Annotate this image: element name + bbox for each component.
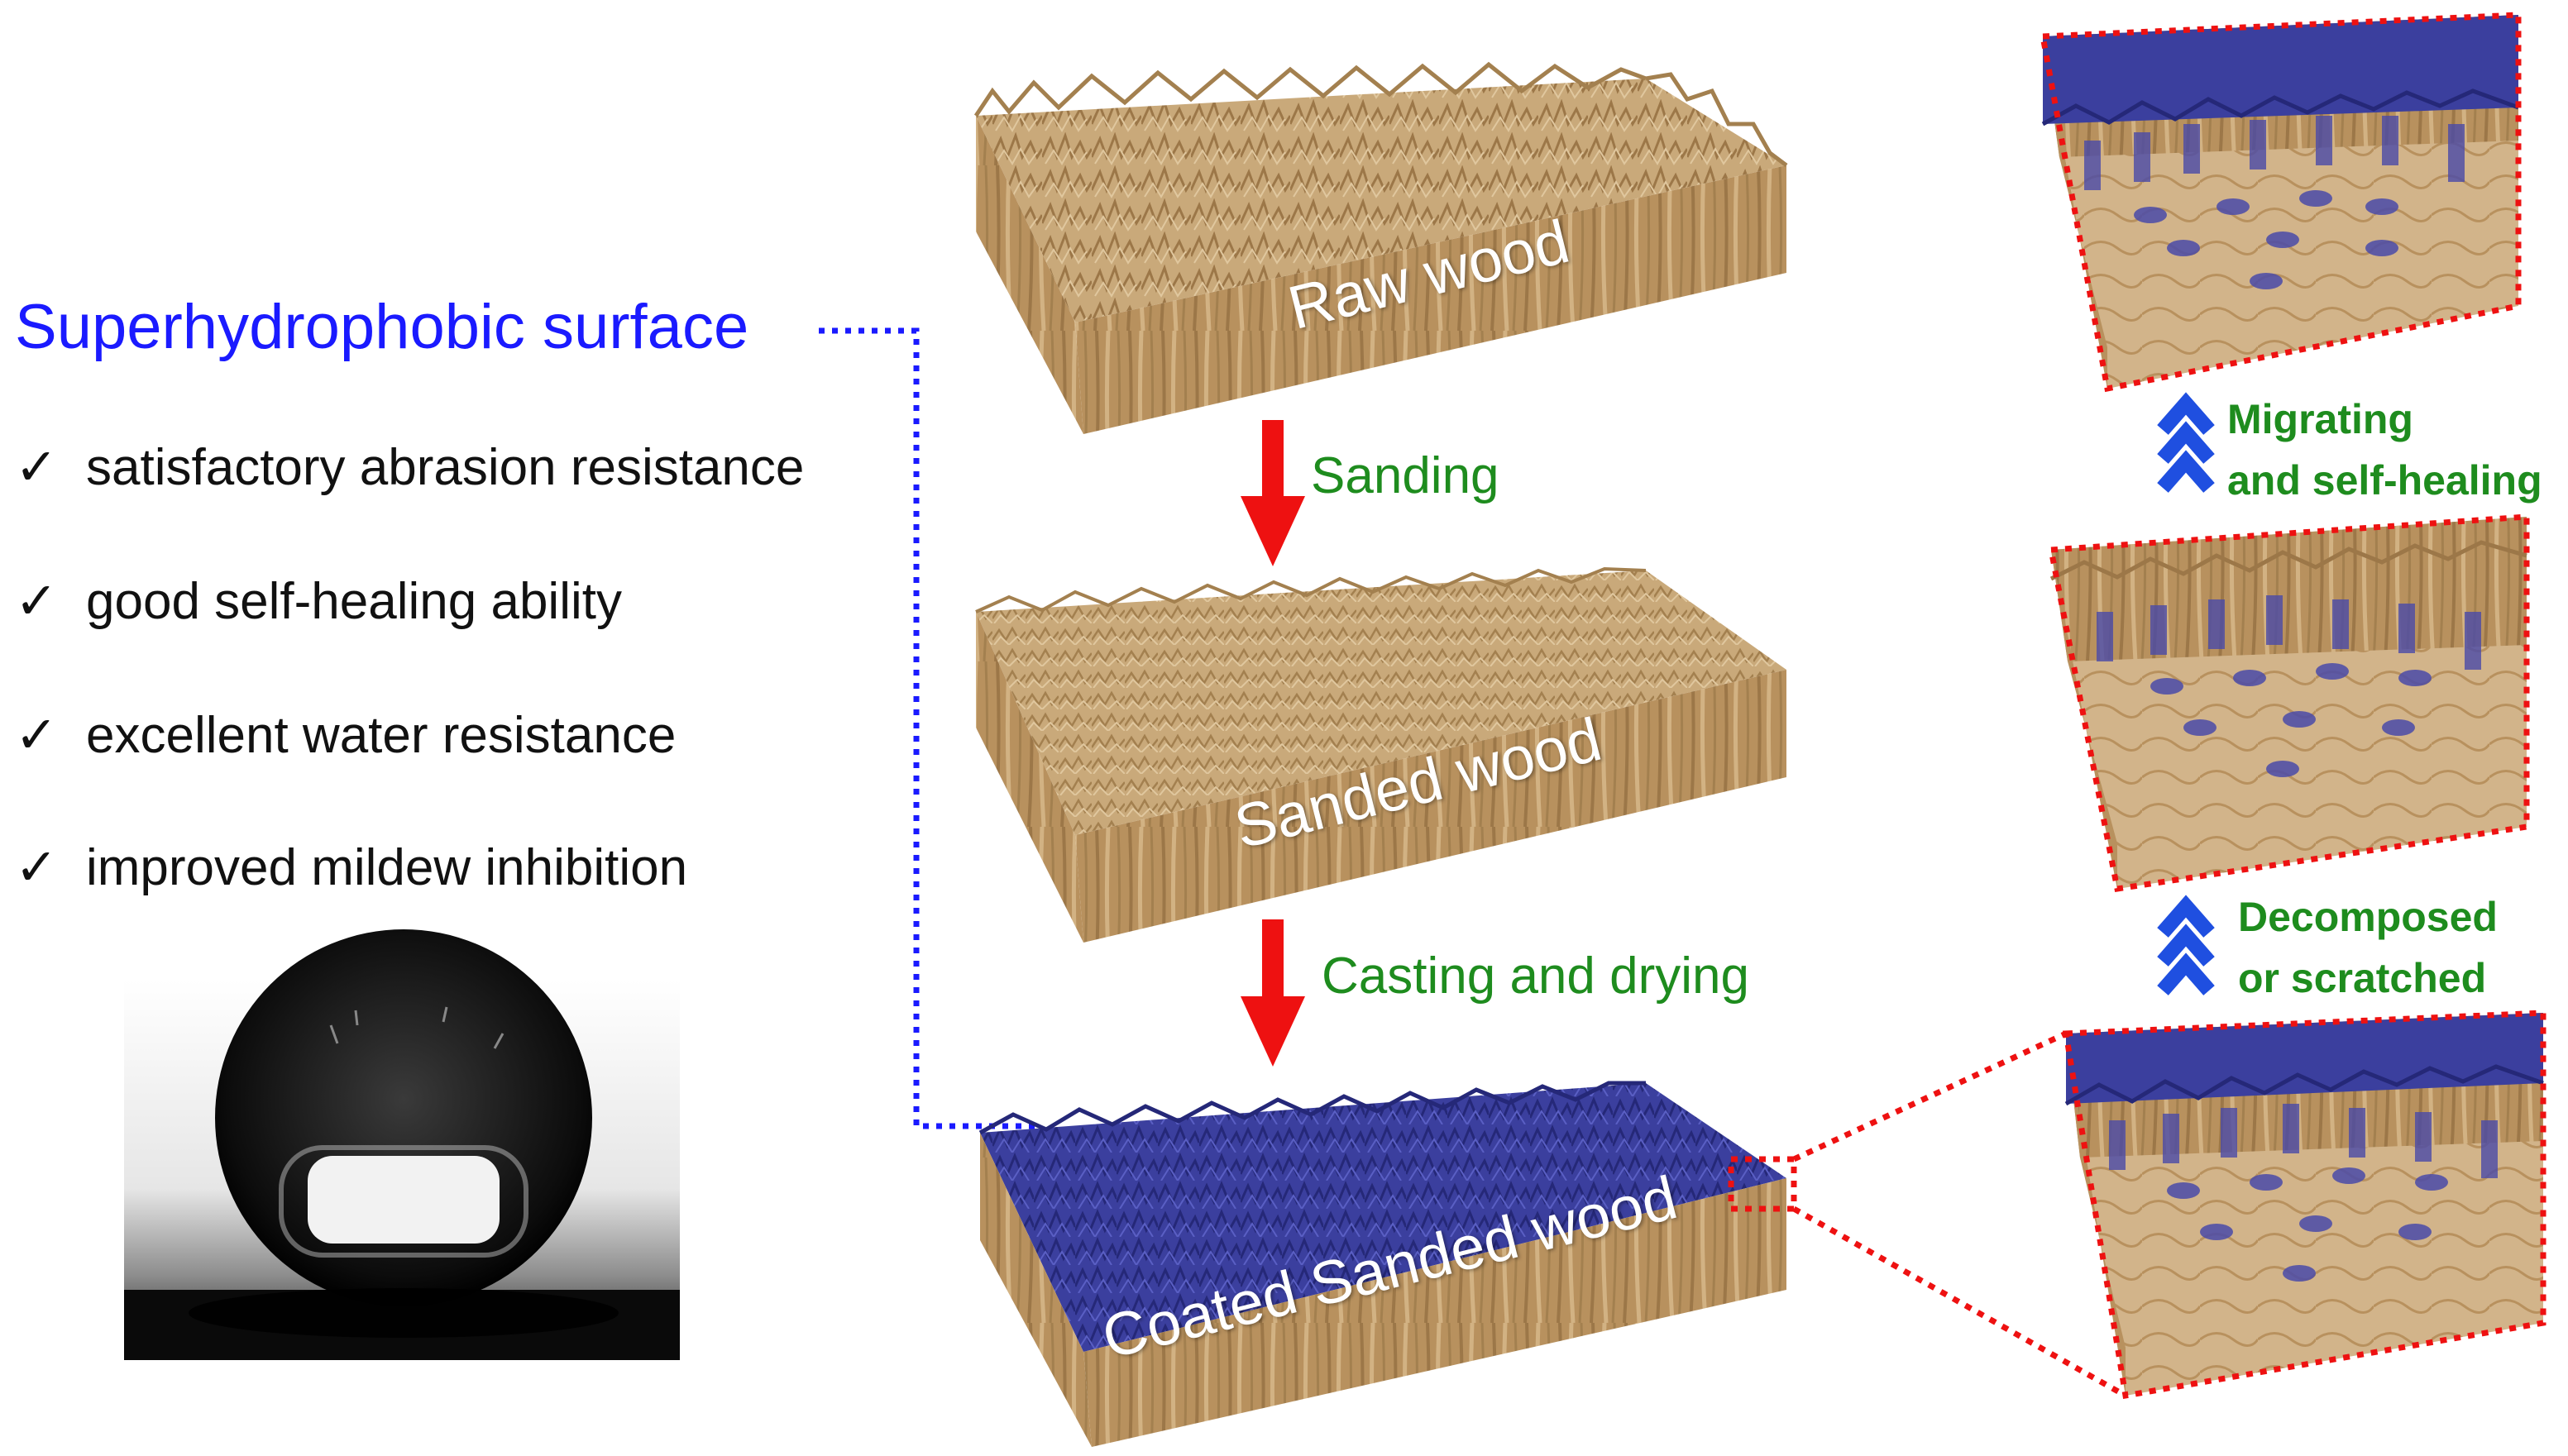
- property-item: ✓ excellent water resistance: [15, 704, 676, 765]
- decomposed-note-line1: Decomposed: [2238, 894, 2498, 940]
- property-item: ✓ good self-healing ability: [15, 570, 622, 631]
- migrating-note-line2: and self-healing: [2227, 457, 2542, 504]
- casting-arrow: [1241, 919, 1305, 1067]
- property-label: good self-healing ability: [86, 573, 622, 630]
- checkmark-icon: ✓: [15, 573, 58, 630]
- water-droplet-photo: [124, 929, 680, 1360]
- property-label: satisfactory abrasion resistance: [86, 439, 805, 496]
- zoom-callout: [1728, 1030, 2127, 1399]
- decomposed-note: Decomposed or scratched: [2238, 886, 2498, 1009]
- raw-wood-block: [973, 61, 1788, 434]
- zoom-panel-healed: [2039, 12, 2522, 393]
- property-item: ✓ satisfactory abrasion resistance: [15, 437, 804, 497]
- surface-connector-line: [819, 327, 1040, 1129]
- sanding-step-label: Sanding: [1311, 447, 1499, 504]
- checkmark-icon: ✓: [15, 839, 58, 896]
- decomposed-chevrons: [2157, 895, 2215, 995]
- checkmark-icon: ✓: [15, 439, 58, 496]
- checkmark-icon: ✓: [15, 707, 58, 764]
- decomposed-note-line2: or scratched: [2238, 955, 2487, 1001]
- sanding-arrow: [1241, 420, 1305, 566]
- property-label: excellent water resistance: [86, 707, 677, 764]
- zoom-panel-decomposed: [2047, 513, 2530, 892]
- migrating-chevrons: [2157, 392, 2215, 493]
- property-item: ✓ improved mildew inhibition: [15, 837, 687, 897]
- casting-step-label: Casting and drying: [1322, 948, 1749, 1005]
- migrating-note-line1: Migrating: [2227, 396, 2413, 442]
- superhydrophobic-title: Superhydrophobic surface: [15, 292, 749, 362]
- zoom-panel-coated: [2062, 1010, 2546, 1400]
- property-label: improved mildew inhibition: [86, 839, 688, 896]
- coated-sanded-wood-block: [978, 1081, 1786, 1447]
- sanded-wood-block: [975, 566, 1786, 943]
- migrating-note: Migrating and self-healing: [2227, 389, 2542, 511]
